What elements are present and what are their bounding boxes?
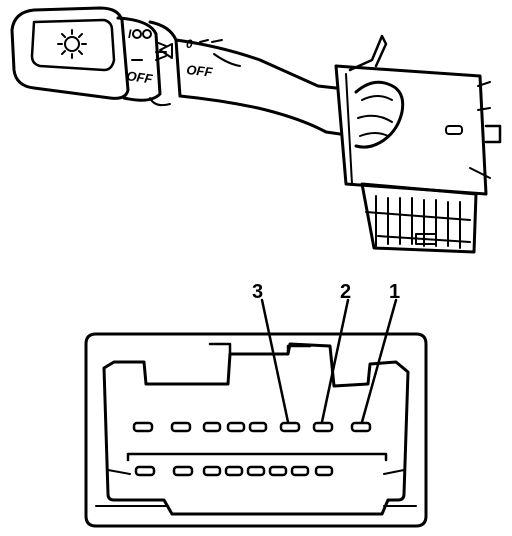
pin-lower [290, 465, 310, 477]
pin-number-3: 3 [252, 281, 263, 303]
pin-upper [170, 421, 192, 433]
upper-pin-row [132, 421, 372, 433]
fog-position-mark-2 [211, 39, 223, 43]
pin-upper [202, 421, 222, 433]
pin-lower [134, 465, 156, 477]
cam-mechanism [354, 80, 405, 149]
off-label-lever: OFF [126, 68, 155, 87]
off-label-fog: OFF [186, 62, 214, 80]
pin-row-divider [126, 452, 388, 462]
pin-lower [268, 465, 288, 477]
pin-3 [279, 421, 301, 433]
parking-light-symbol-icon [132, 29, 152, 39]
combination-switch-illustration [10, 6, 502, 254]
pin-lower [202, 465, 222, 477]
leader-line-3 [260, 298, 290, 424]
knob-face [30, 18, 116, 72]
lower-pin-row [134, 465, 334, 477]
pin-2 [312, 421, 334, 433]
pin-lower [314, 465, 334, 477]
switch-body [334, 64, 488, 196]
pin-lower [172, 465, 194, 477]
pin-number-2: 2 [340, 281, 351, 303]
pin-number-1: 1 [389, 281, 400, 303]
lever-knob [10, 6, 130, 100]
fog-light-symbol-icon [155, 41, 173, 61]
pin-lower [224, 465, 244, 477]
terminal-block [360, 182, 478, 254]
leader-line-1 [360, 298, 398, 424]
lever-ring-1 [116, 16, 162, 102]
leader-line-2 [320, 298, 350, 424]
connector-key-left [208, 342, 232, 356]
connector-front-view [84, 332, 428, 528]
pin-upper [226, 421, 246, 433]
pin-upper [132, 421, 154, 433]
pos-label-i: I [128, 27, 132, 41]
lever-shaft-lower [178, 94, 342, 136]
side-pin [484, 124, 502, 144]
pos-label-0: 0 [186, 37, 193, 51]
lever-shaft-upper [174, 38, 338, 90]
connector-outer-housing [84, 332, 428, 528]
pin-lower [246, 465, 266, 477]
slot-detail [445, 125, 463, 135]
pin-1 [350, 421, 372, 433]
pin-upper [248, 421, 268, 433]
headlight-symbol-icon [57, 29, 87, 59]
connector-key-right [286, 344, 312, 356]
fog-position-mark-1 [199, 39, 209, 43]
connector-inner-cavity [102, 342, 410, 516]
